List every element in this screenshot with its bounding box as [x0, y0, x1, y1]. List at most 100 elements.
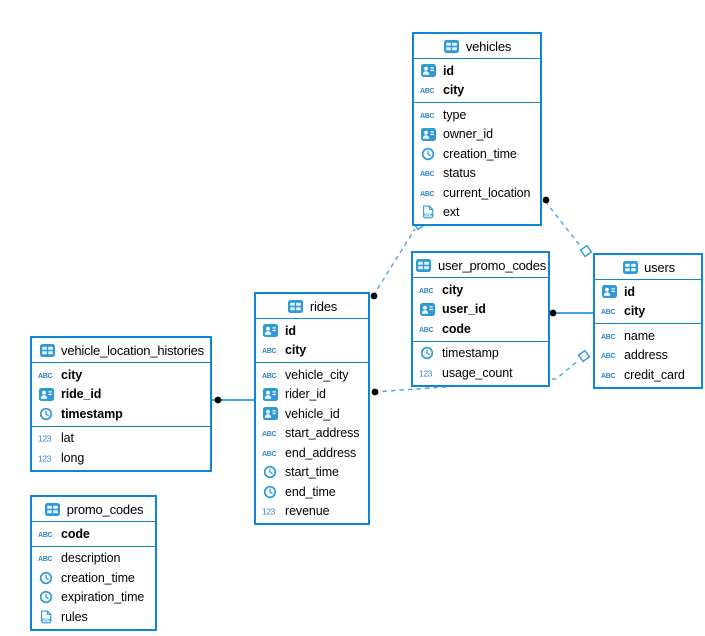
column-vehicles-city[interactable]: ABC city [414, 81, 540, 101]
column-label: rules [61, 609, 88, 624]
column-vehicle_location_histories-ride_id[interactable]: ride_id [32, 385, 210, 405]
column-rides-vehicle_id[interactable]: vehicle_id [256, 404, 368, 424]
table-title: vehicles [465, 38, 512, 54]
column-rides-id[interactable]: id [256, 321, 368, 341]
column-label: city [443, 83, 465, 98]
svg-text:ABC: ABC [38, 556, 53, 563]
relation-line-rides-vehicles[interactable] [372, 228, 416, 297]
text-type-icon: ABC [419, 110, 437, 120]
text-type-icon: ABC [261, 448, 279, 458]
column-label: vehicle_city [285, 367, 349, 382]
number-type-icon: 123 [37, 433, 55, 444]
text-type-icon: ABC [37, 370, 55, 380]
timestamp-type-icon [261, 465, 279, 479]
column-vehicles-creation_time[interactable]: creation_time [414, 144, 540, 164]
table-header-rides[interactable]: rides [256, 294, 368, 319]
text-type-icon: ABC [261, 428, 279, 438]
column-rides-start_time[interactable]: start_time [256, 463, 368, 483]
column-vehicles-id[interactable]: id [414, 61, 540, 81]
text-type-icon: ABC [419, 85, 437, 95]
table-header-promo_codes[interactable]: promo_codes [32, 497, 155, 522]
table-header-vehicles[interactable]: vehicles [414, 34, 540, 59]
text-type-icon: ABC [419, 168, 437, 178]
uuid-type-icon [600, 285, 618, 299]
column-rides-rider_id[interactable]: rider_id [256, 385, 368, 405]
timestamp-type-icon [37, 590, 55, 604]
table-header-users[interactable]: users [595, 255, 701, 280]
timestamp-type-icon [419, 147, 437, 161]
table-title: promo_codes [66, 501, 144, 517]
column-promo_codes-expiration_time[interactable]: expiration_time [32, 588, 155, 608]
relation-line-rides-users[interactable] [373, 359, 580, 393]
number-type-icon: 123 [37, 453, 55, 463]
table-icon [44, 502, 62, 516]
column-promo_codes-rules[interactable]: JSON rules [32, 607, 155, 627]
table-header-vehicle_location_histories[interactable]: vehicle_location_histories [32, 338, 210, 363]
svg-text:JSON: JSON [423, 213, 434, 218]
text-type-icon: ABC [419, 188, 437, 198]
relation-endpoint-dot [542, 196, 550, 204]
svg-text:JSON: JSON [41, 617, 52, 622]
svg-text:ABC: ABC [420, 113, 435, 120]
column-label: id [285, 323, 296, 338]
svg-text:ABC: ABC [262, 451, 277, 458]
column-rides-end_time[interactable]: end_time [256, 482, 368, 502]
column-label: ride_id [61, 387, 102, 402]
table-title: users [644, 259, 675, 275]
timestamp-type-icon [418, 346, 436, 360]
relation-line-vehicles-users[interactable] [544, 200, 582, 248]
text-type-icon: ABC [261, 370, 279, 380]
text-type-icon: ABC [600, 331, 618, 341]
column-label: usage_count [442, 365, 513, 380]
column-rides-vehicle_city[interactable]: ABC vehicle_city [256, 365, 368, 385]
column-rides-start_address[interactable]: ABC start_address [256, 424, 368, 444]
column-vehicles-owner_id[interactable]: owner_id [414, 125, 540, 145]
svg-text:ABC: ABC [262, 348, 277, 355]
relation-endpoint-diamond [579, 244, 593, 258]
column-user_promo_codes-user_id[interactable]: user_id [413, 300, 548, 320]
column-user_promo_codes-timestamp[interactable]: timestamp [413, 344, 548, 364]
svg-text:ABC: ABC [420, 88, 435, 95]
column-promo_codes-creation_time[interactable]: creation_time [32, 568, 155, 588]
column-vehicle_location_histories-timestamp[interactable]: timestamp [32, 404, 210, 424]
relation-endpoint-dot [214, 396, 222, 404]
svg-text:ABC: ABC [601, 353, 616, 360]
table-header-user_promo_codes[interactable]: user_promo_codes [413, 253, 548, 278]
table-icon [415, 258, 433, 272]
column-label: start_address [285, 426, 360, 441]
text-type-icon: ABC [418, 285, 436, 295]
column-users-id[interactable]: id [595, 282, 701, 302]
uuid-type-icon [37, 387, 55, 401]
